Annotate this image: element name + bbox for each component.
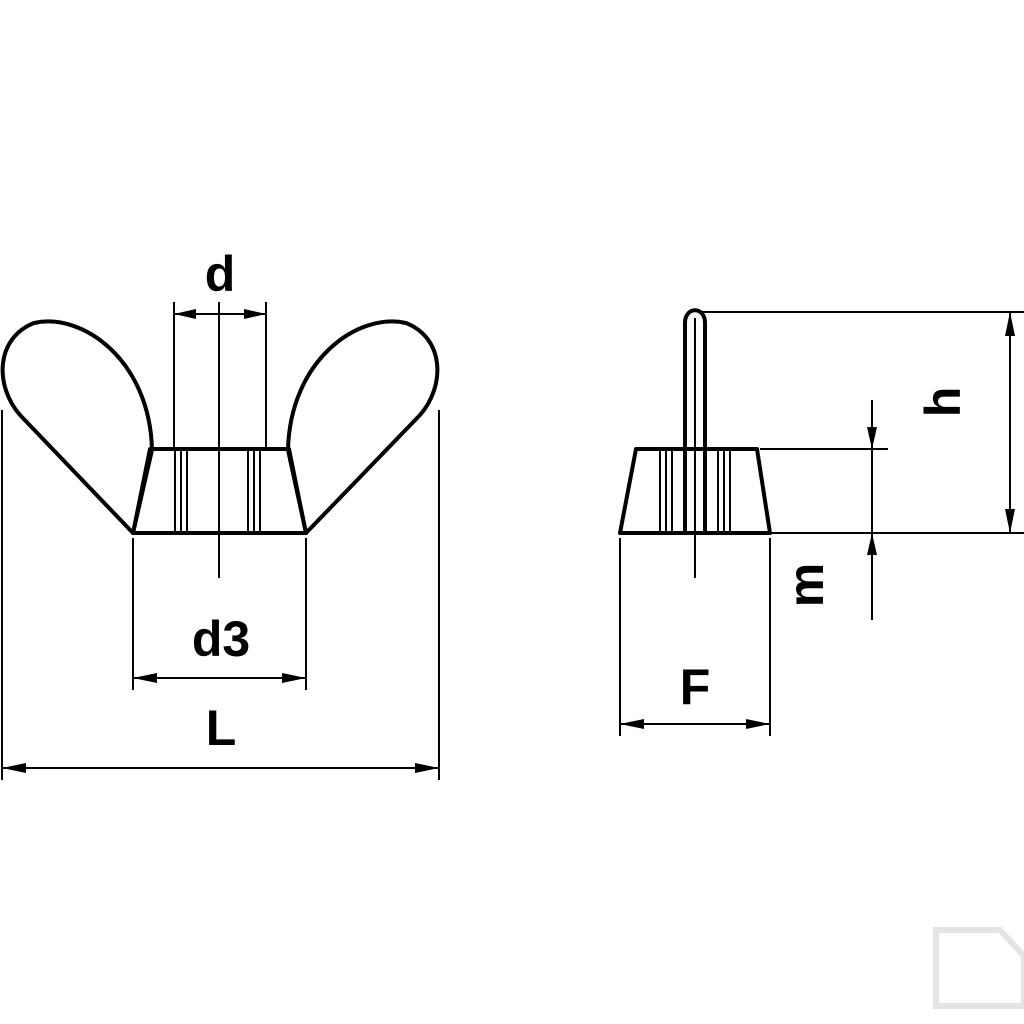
label-L: L: [206, 700, 237, 756]
left-wing: [0, 319, 154, 535]
side-wing: [683, 308, 707, 535]
label-d3: d3: [192, 611, 250, 667]
front-view: d d3 L: [0, 246, 440, 780]
dimension-d: [173, 302, 267, 449]
letter-d-logo-icon: [933, 927, 1024, 1009]
dimension-L: [1, 410, 440, 780]
dimension-F: [619, 538, 771, 736]
thread-lines: [174, 449, 261, 533]
label-m: m: [778, 563, 834, 607]
dimension-m: [760, 400, 888, 620]
label-d: d: [205, 246, 236, 302]
label-F: F: [680, 659, 711, 715]
nut-body: [131, 447, 308, 535]
side-view: h m F: [618, 308, 1024, 736]
dimension-h: [700, 311, 1024, 534]
label-h: h: [915, 387, 971, 418]
dimension-d3: [132, 538, 307, 690]
side-thread-lines: [659, 449, 731, 533]
right-wing: [286, 319, 440, 535]
